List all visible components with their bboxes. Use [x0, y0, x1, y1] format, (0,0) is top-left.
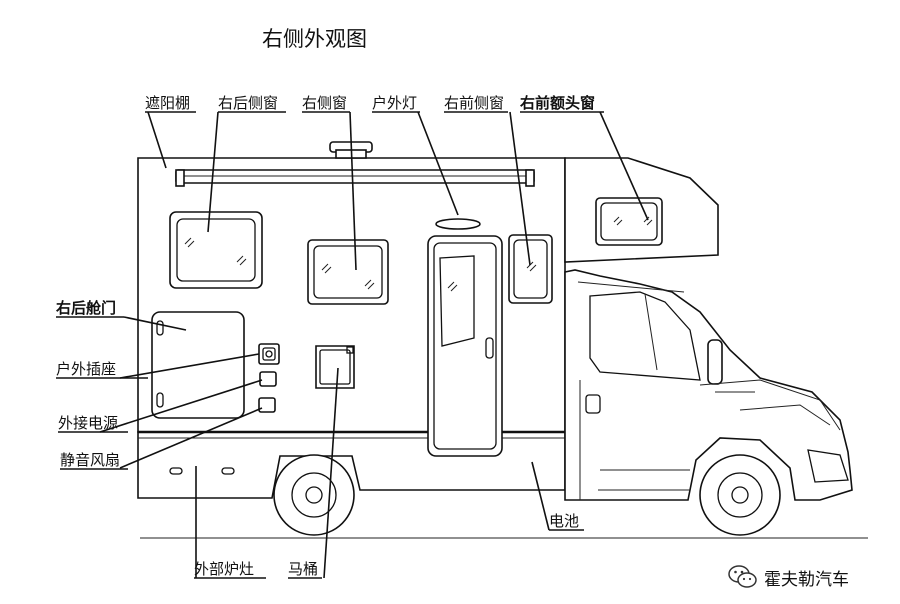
label-external-power: 外接电源 — [58, 414, 118, 432]
label-front-side-window: 右前侧窗 — [444, 94, 504, 112]
rear-side-window — [169, 211, 263, 289]
label-silent-fan: 静音风扇 — [60, 451, 120, 469]
diagram-title: 右侧外观图 — [262, 27, 367, 51]
front-side-window — [508, 234, 553, 304]
rear-wheel — [273, 454, 355, 536]
label-outdoor-stove: 外部炉灶 — [194, 560, 254, 578]
awning-bar — [175, 169, 535, 187]
entry-door — [427, 235, 503, 457]
label-toilet: 马桶 — [288, 560, 318, 578]
wechat-logo-icon — [728, 565, 757, 588]
label-battery: 电池 — [549, 512, 579, 530]
front-head-window — [595, 197, 663, 246]
label-front-head-window: 右前额头窗 — [520, 94, 595, 112]
silent-fan-vent — [258, 397, 276, 413]
label-rear-side-window: 右后侧窗 — [218, 94, 278, 112]
label-side-window: 右侧窗 — [302, 94, 347, 112]
front-wheel — [699, 454, 781, 536]
label-outdoor-light: 户外灯 — [372, 94, 417, 112]
stove-handle-right — [221, 467, 235, 475]
label-awning: 遮阳棚 — [145, 94, 190, 112]
watermark: 霍夫勒汽车 — [728, 562, 849, 592]
label-outdoor-socket: 户外插座 — [56, 360, 116, 378]
leader-lines — [56, 111, 649, 579]
external-power-inlet — [259, 371, 277, 387]
watermark-text: 霍夫勒汽车 — [764, 569, 849, 590]
label-rear-hatch: 右后舱门 — [56, 299, 116, 317]
side-window — [307, 239, 389, 305]
stove-handle-left — [169, 467, 183, 475]
outdoor-socket — [258, 343, 280, 365]
cab — [564, 269, 853, 501]
outdoor-light — [435, 218, 481, 230]
toilet-hatch — [315, 345, 355, 389]
